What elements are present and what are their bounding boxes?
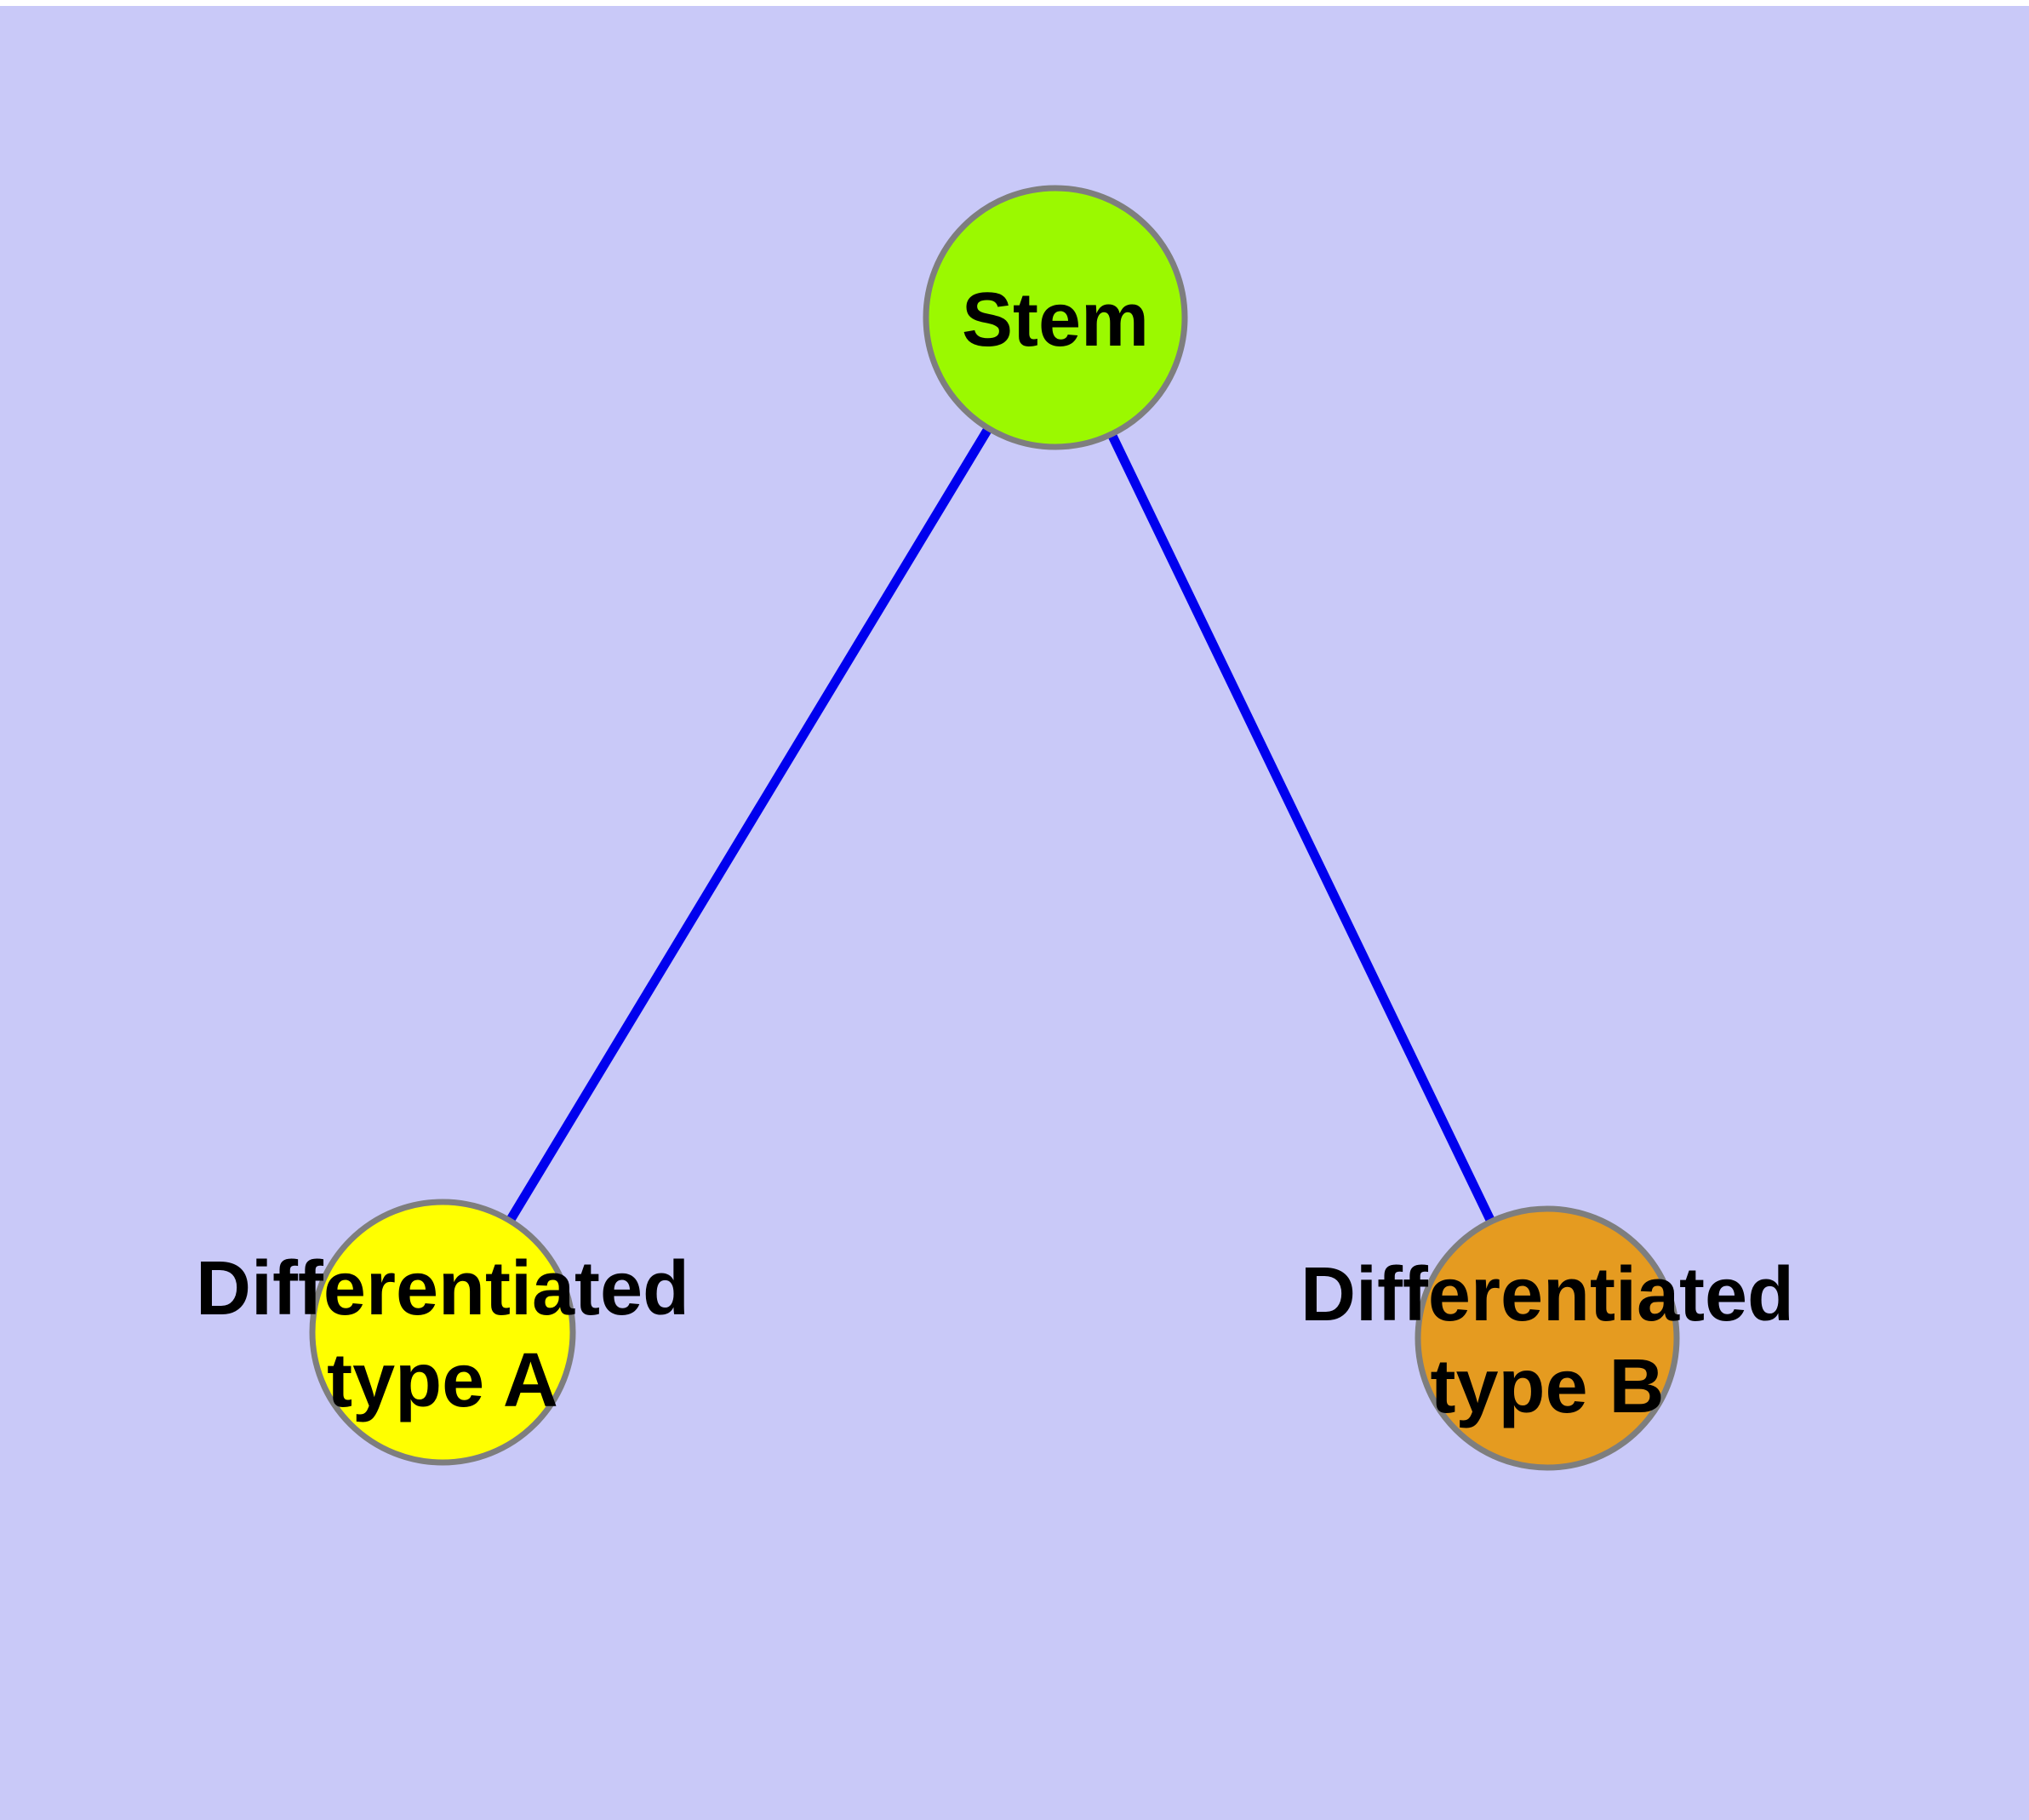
node-type-b-label-line2: type B (1430, 1344, 1664, 1429)
node-stem (923, 185, 1188, 450)
edge-stem-to-type-a (438, 315, 1060, 1335)
top-edge-strip (0, 0, 2029, 6)
node-type-a-label-line1: Differentiated (196, 1246, 689, 1331)
edge-stem-to-type-b (1051, 315, 1552, 1341)
node-differentiated-type-a (309, 1199, 576, 1466)
node-type-a-label-line2: type A (327, 1338, 558, 1423)
node-stem-label: Stem (962, 278, 1149, 363)
node-differentiated-type-b (1415, 1205, 1680, 1471)
node-type-b-label-line1: Differentiated (1300, 1252, 1794, 1337)
